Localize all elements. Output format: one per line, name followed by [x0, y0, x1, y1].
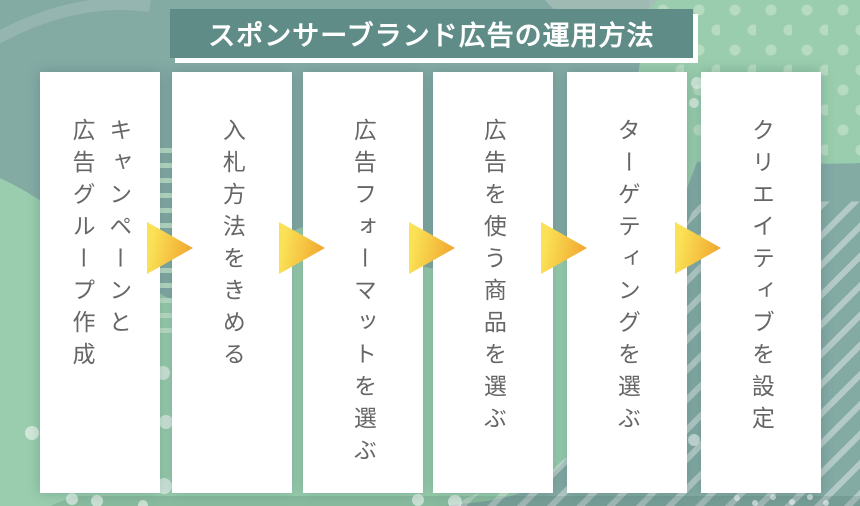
step-label-5: ターゲティングを選ぶ — [614, 118, 641, 438]
title-banner: スポンサーブランド広告の運用方法 — [170, 9, 693, 58]
corner-arc-decoration — [0, 0, 151, 44]
step-card-5: ターゲティングを選ぶ — [567, 72, 687, 493]
step-label-3: 広告フォーマットを選ぶ — [350, 118, 377, 470]
step-card-4: 広告を使う商品を選ぶ — [433, 72, 553, 493]
step-card-2: 入札方法をきめる — [172, 72, 292, 493]
step-card-1: キャンペーンと 広告グループ作成 — [40, 72, 160, 493]
step-label-2: 入札方法をきめる — [219, 118, 246, 374]
step-card-3: 広告フォーマットを選ぶ — [303, 72, 423, 493]
page-title: スポンサーブランド広告の運用方法 — [208, 21, 655, 51]
step-label-1: キャンペーンと 広告グループ作成 — [69, 118, 132, 374]
step-label-4: 広告を使う商品を選ぶ — [480, 118, 507, 438]
step-label-6: クリエイティブを設定 — [748, 118, 775, 438]
step-card-6: クリエイティブを設定 — [701, 72, 821, 493]
